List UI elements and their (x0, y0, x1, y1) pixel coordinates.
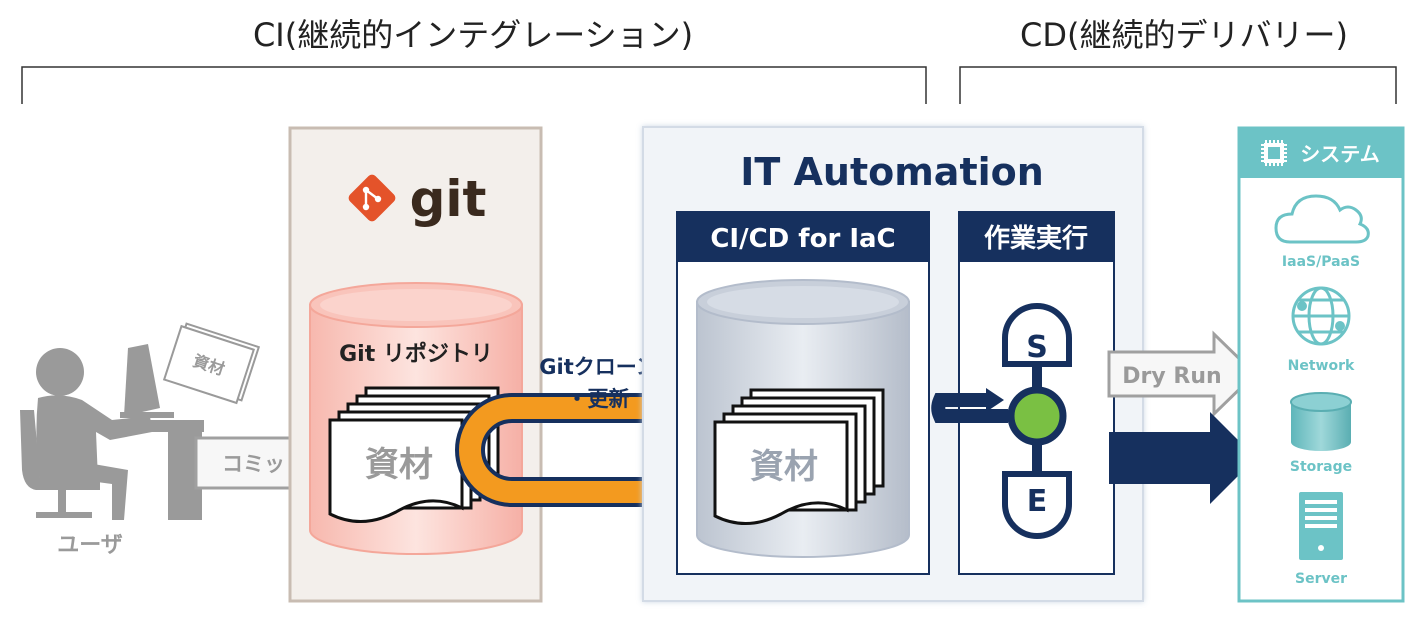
clone-label-line1: Gitクローン (539, 355, 656, 379)
system-item-network: Network (1288, 358, 1355, 374)
cd-phase-bracket (959, 66, 1397, 104)
user-paper: 資材 (162, 322, 261, 405)
dry-run-label: Dry Run (1122, 364, 1221, 389)
start-letter: S (1026, 330, 1048, 365)
cloud-icon (1274, 194, 1370, 244)
dry-run-arrow (1107, 330, 1258, 418)
storage-icon (1290, 392, 1352, 451)
green-status-icon (1007, 386, 1067, 446)
end-letter: E (1027, 484, 1048, 519)
start-node (1002, 303, 1072, 367)
user-label: ユーザ (57, 533, 123, 558)
execute-arrow (1109, 412, 1256, 504)
exec-header (959, 212, 1114, 262)
server-icon (1299, 492, 1343, 560)
ita-docs-label: 資材 (750, 447, 818, 487)
git-logo-text: git (410, 170, 487, 228)
chip-icon (1261, 140, 1287, 166)
git-repo-label: Git リポジトリ (339, 341, 493, 367)
exec-loop-arrow (931, 388, 1008, 423)
system-item-server: Server (1295, 571, 1347, 587)
cd-phase-title: CD(継続的デリバリー) (1020, 16, 1348, 54)
globe-icon (1291, 286, 1351, 346)
ci-phase-bracket (21, 66, 927, 104)
ita-docs-stack (713, 388, 885, 526)
exec-flow (1002, 303, 1072, 539)
ita-title: IT Automation (740, 150, 1044, 194)
system-item-iaas: IaaS/PaaS (1282, 254, 1360, 270)
system-item-storage: Storage (1290, 459, 1352, 475)
system-title: システム (1300, 142, 1379, 166)
ci-phase-title: CI(継続的インテグレーション) (253, 16, 693, 54)
user-head-icon (36, 348, 84, 396)
git-docs-label: 資材 (365, 445, 433, 485)
cicd-header (677, 212, 929, 262)
clone-label-line2: ・更新 (567, 387, 630, 411)
end-node (1002, 471, 1072, 539)
exec-header-label: 作業実行 (984, 223, 1088, 254)
git-logo-icon (348, 174, 396, 222)
cicd-header-label: CI/CD for IaC (710, 224, 895, 254)
